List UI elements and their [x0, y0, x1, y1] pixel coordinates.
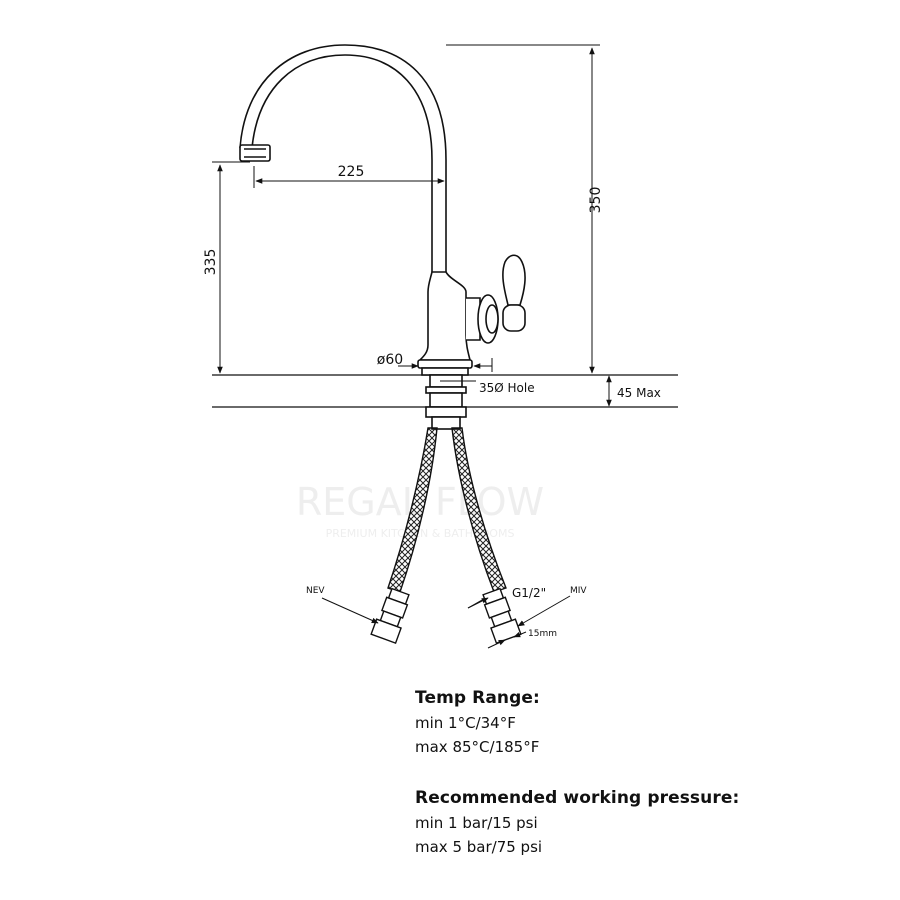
- lever-handle: [502, 254, 526, 306]
- base-flange: [417, 359, 473, 369]
- spout-reach-label: 225: [338, 164, 365, 180]
- spout-height-label: 335: [203, 249, 219, 276]
- pressure-max: max 5 bar/75 psi: [415, 838, 543, 856]
- tap-body: [239, 44, 526, 430]
- pressure-heading: Recommended working pressure:: [415, 788, 740, 808]
- temp-min: min 1°C/34°F: [415, 714, 516, 732]
- fitting-right: [482, 587, 522, 644]
- flexible-hoses: [370, 427, 522, 644]
- hole-size-label: 35Ø Hole: [479, 381, 535, 395]
- dimension-lines: [212, 44, 612, 649]
- thread-size-label: G1/2": [512, 586, 546, 600]
- fitting-left: [370, 587, 410, 644]
- temp-max: max 85°C/185°F: [415, 738, 540, 756]
- pipe-size-label: 15mm: [528, 629, 557, 639]
- specifications: Temp Range: min 1°C/34°F max 85°C/185°F …: [415, 688, 875, 862]
- deck-thickness-label: 45 Max: [617, 386, 661, 400]
- spout-nozzle: [239, 144, 271, 162]
- valve-left-label: NEV: [306, 586, 325, 596]
- temp-range-heading: Temp Range:: [415, 688, 540, 708]
- watermark-tagline: PREMIUM KITCHEN & BATHROOMS: [326, 527, 515, 540]
- base-diameter-label: ø60: [377, 352, 403, 368]
- pressure-min: min 1 bar/15 psi: [415, 814, 538, 832]
- overall-height-label: 350: [588, 187, 604, 214]
- valve-right-label: MIV: [570, 586, 587, 596]
- hose-left: [387, 427, 438, 593]
